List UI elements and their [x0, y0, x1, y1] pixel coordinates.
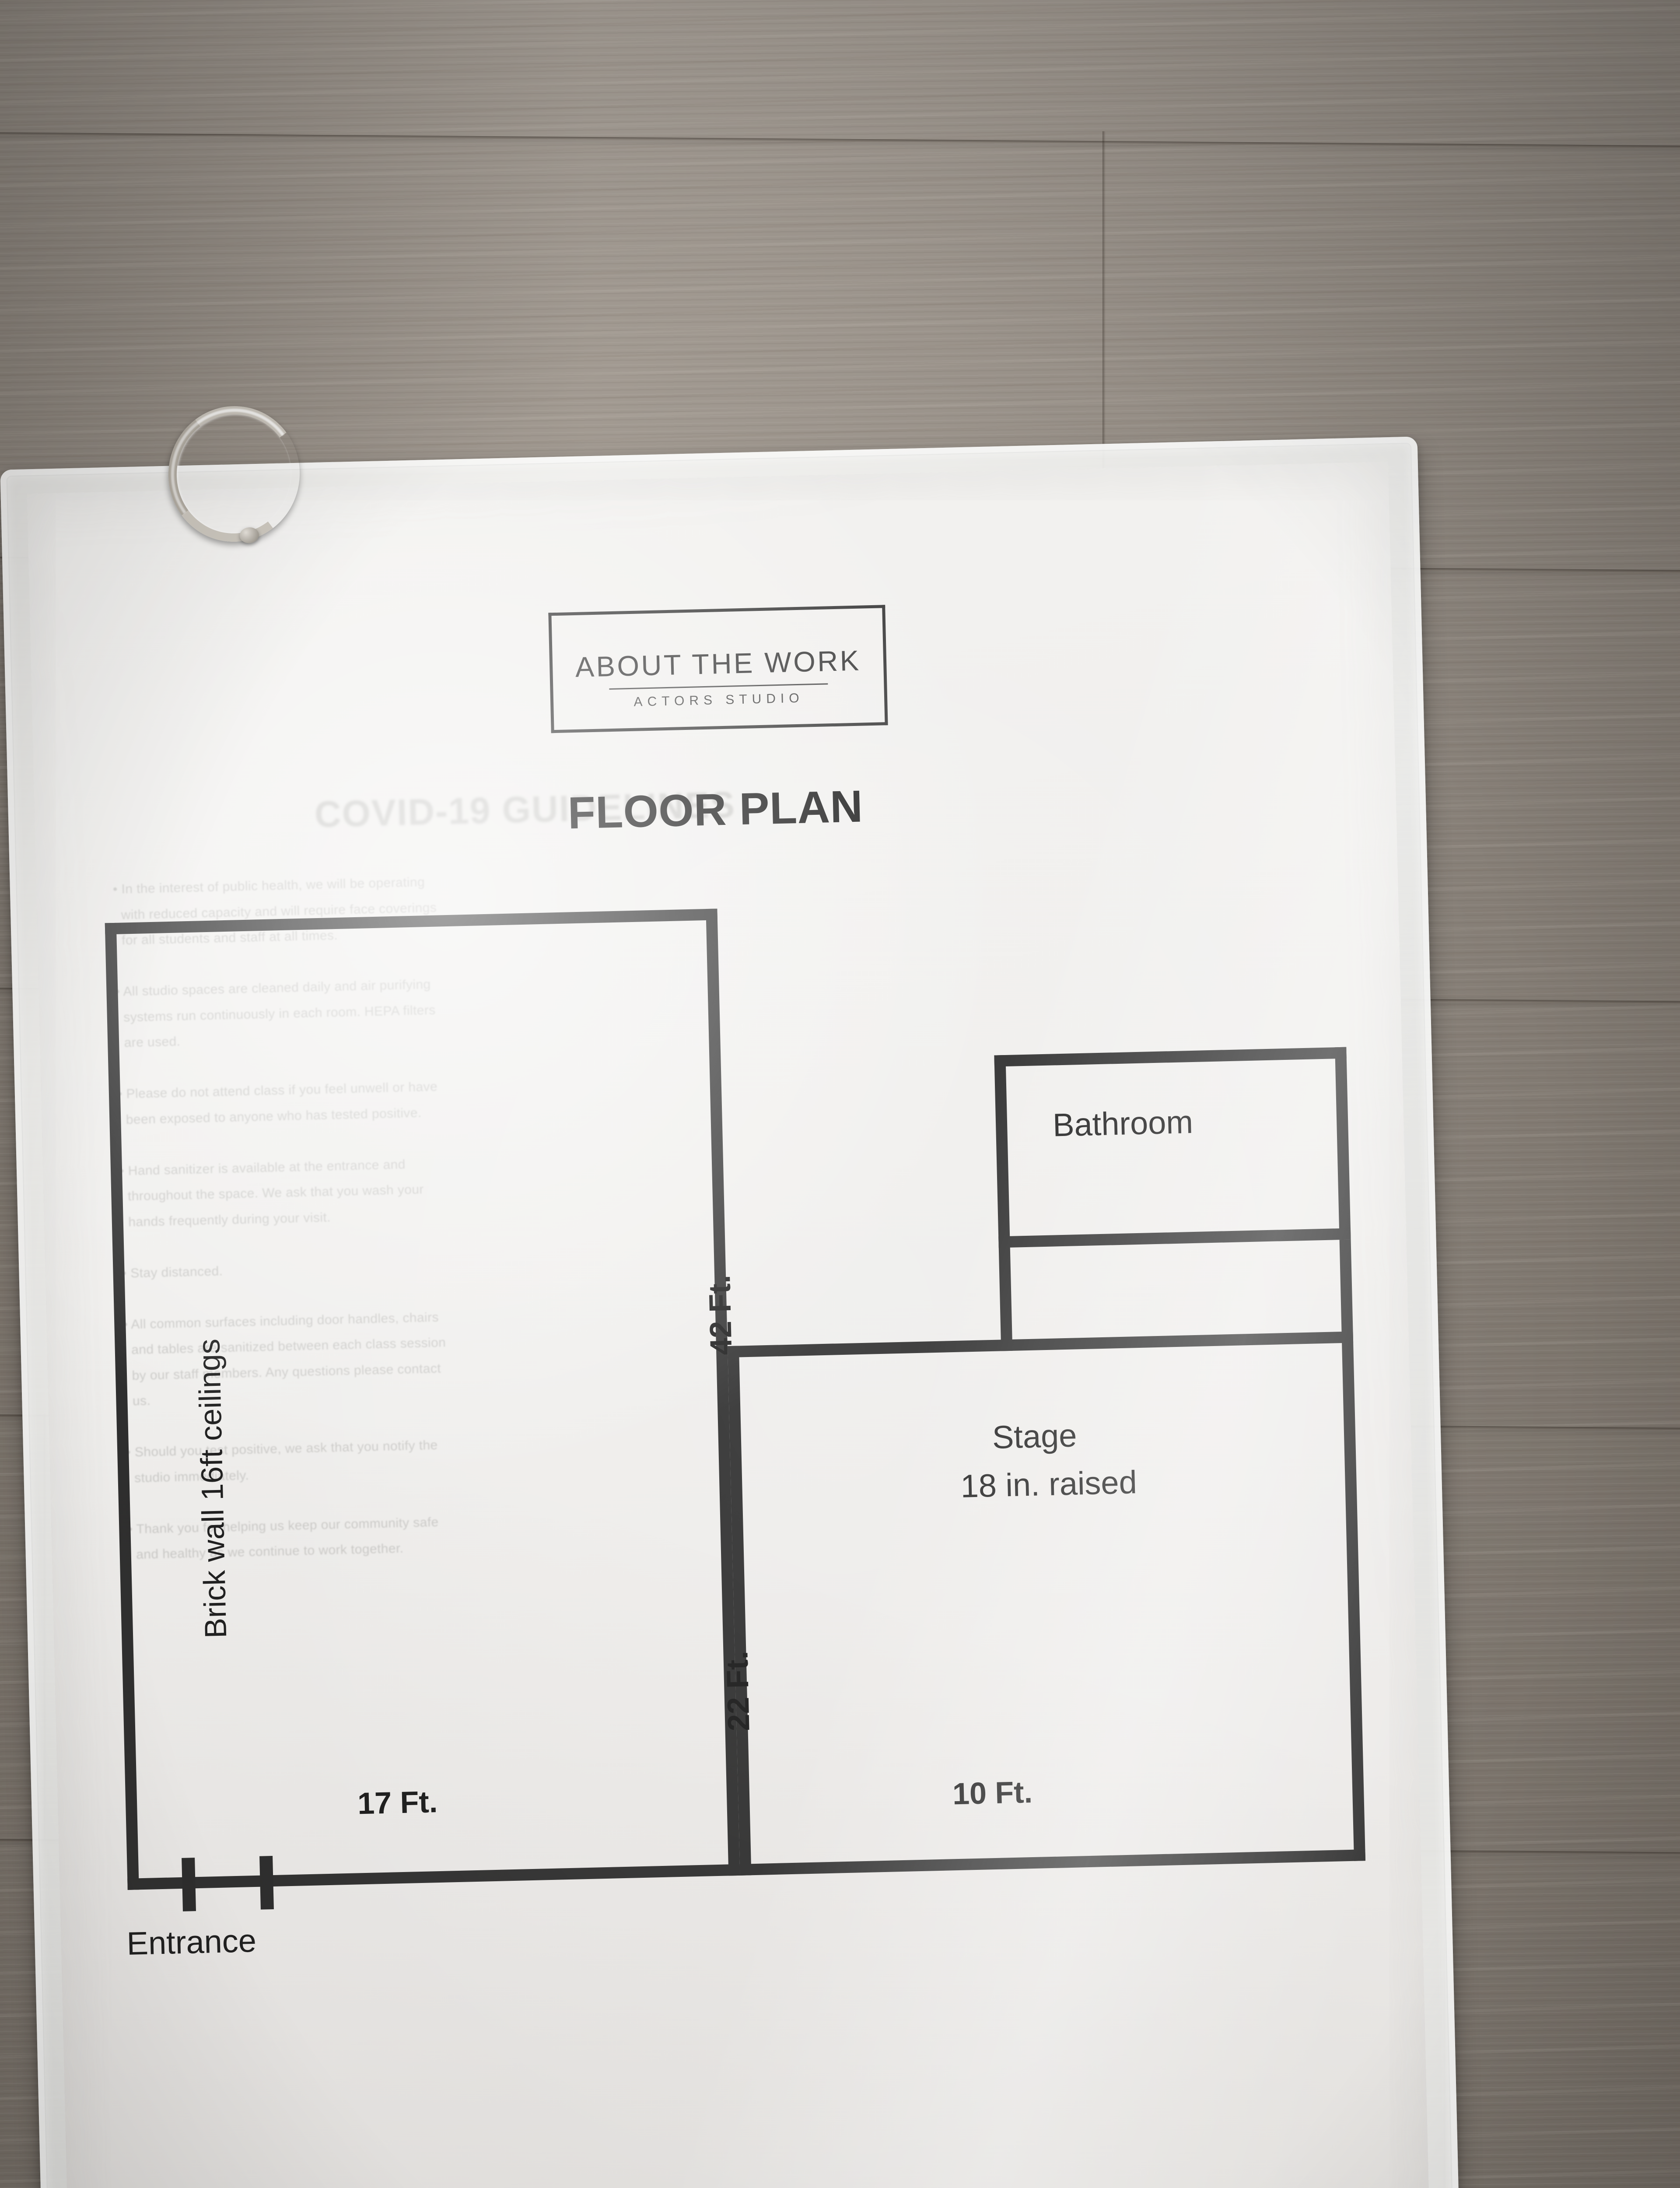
plank-joint [1102, 131, 1106, 556]
binder-ring-highlight [162, 400, 306, 547]
sheet-protector-edge [0, 436, 1463, 2188]
binder-ring-icon [159, 397, 309, 551]
sheet-protector: COVID-19 GUIDELINES • In the interest of… [0, 436, 1463, 2188]
